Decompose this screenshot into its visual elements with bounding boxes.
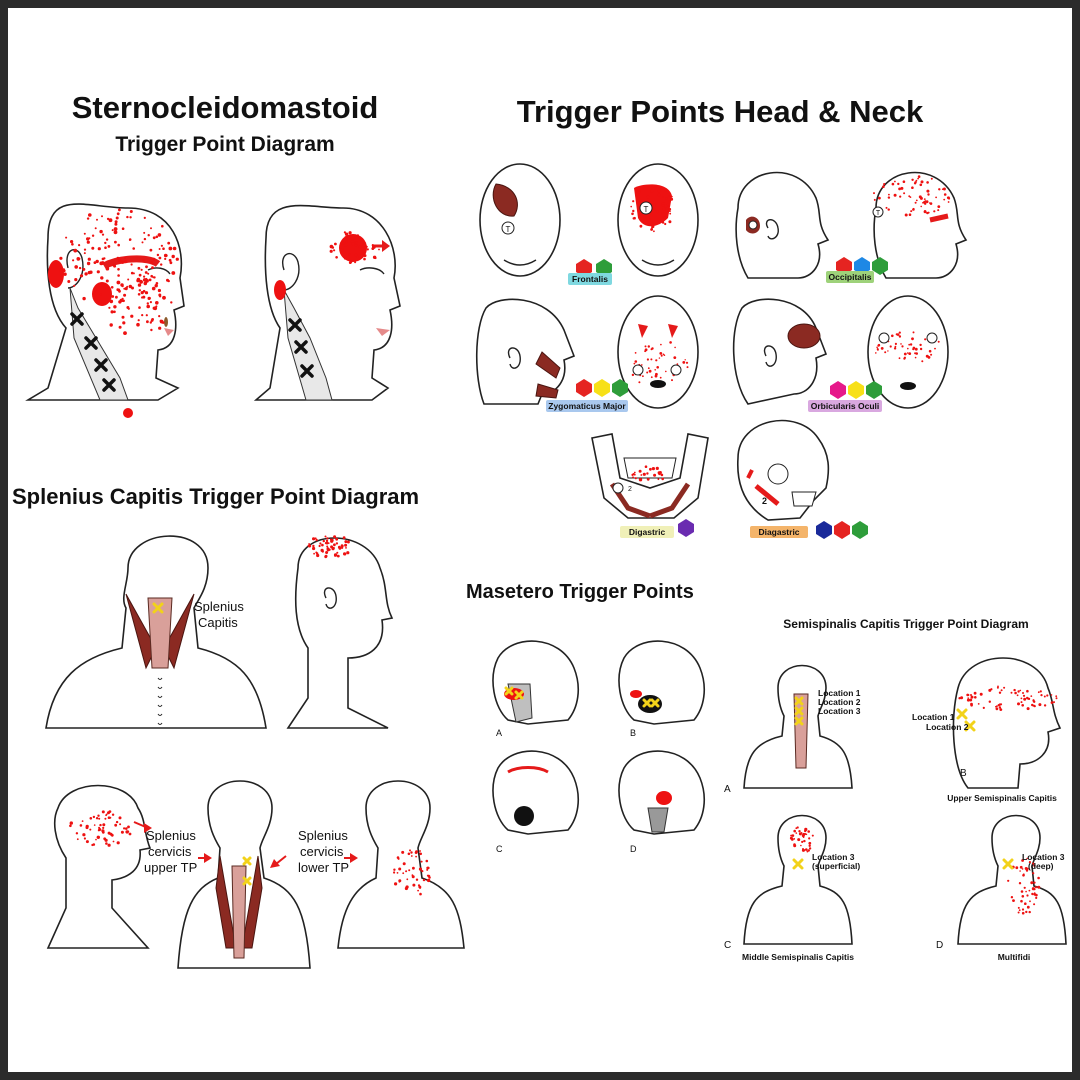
tag-occipitalis-label: Occipitalis [829, 272, 872, 282]
trigger-dot-cluster [873, 175, 951, 217]
tag-diagastric-label: Diagastric [758, 527, 799, 537]
trigger-dot-cluster [307, 535, 350, 559]
frontalis-hexes [576, 259, 612, 277]
semispinalis-panel-b: Location 1 Location 2 B Upper Semispinal… [912, 657, 1062, 803]
orbicularis-panel: Orbicularis Oculi [732, 295, 949, 412]
trigger-dot-cluster [393, 849, 431, 896]
semispinalis-panel-a: Location 1 Location 2 Location 3 A [724, 664, 861, 795]
sd-location-3: Location 3 [1022, 852, 1065, 862]
splenius-section: Splenius Capitis Trigger Point Diagram S… [12, 484, 465, 969]
masetero-panel-d: D [618, 750, 706, 854]
tag-frontalis-label: Frontalis [572, 274, 608, 284]
splenius-back-view: Splenius Capitis [45, 535, 267, 729]
masetero-section: Masetero Trigger Points A B C [466, 581, 706, 854]
masetero-letter-d: D [630, 844, 637, 854]
tag-diagastric [750, 526, 808, 538]
scm-title: Sternocleidomastoid [72, 90, 379, 125]
tag-zygomaticus-label: Zygomaticus Major [548, 401, 626, 411]
splenius-side-view [286, 535, 394, 729]
diagastric-panel: 2 Diagastric [737, 419, 868, 539]
tag-orbicularis-label: Orbicularis Oculi [811, 401, 880, 411]
trigger-dot-cluster [958, 685, 1058, 711]
poster-frame: Sternocleidomastoid Trigger Point Diagra… [8, 8, 1072, 1072]
sa-location-3: Location 3 [818, 706, 861, 716]
trigger-dot-cluster [1007, 857, 1041, 915]
marker-2: 2 [628, 486, 632, 493]
orbicularis-hexes [830, 381, 882, 399]
lower-tp-label-2: cervicis [300, 844, 344, 859]
semi-letter-a: A [724, 784, 731, 795]
frontalis-panel: T T Frontalis [479, 163, 699, 285]
trigger-dot-cluster [59, 208, 179, 335]
sb-location-1: Location 1 [912, 712, 955, 722]
caption-middle-semispinalis: Middle Semispinalis Capitis [742, 952, 854, 962]
upper-tp-label-2: cervicis [148, 844, 192, 859]
lower-tp-label-3: lower TP [298, 860, 349, 875]
masetero-letter-a: A [496, 728, 502, 738]
semi-letter-b: B [960, 768, 967, 779]
semi-letter-c: C [724, 940, 731, 951]
semispinalis-section: Semispinalis Capitis Trigger Point Diagr… [724, 617, 1067, 962]
t-marker: T [644, 205, 649, 214]
masetero-title: Masetero Trigger Points [466, 581, 694, 603]
masetero-panel-c: C [492, 750, 580, 854]
scm-x-marks-right [288, 318, 314, 378]
tag-orbicularis [808, 400, 882, 412]
sc-location-3: Location 3 [812, 852, 855, 862]
occipitalis-panel: T Occipitalis [735, 171, 968, 283]
marker-2: 2 [762, 496, 767, 506]
scm-head-left [25, 203, 185, 418]
scm-section: Sternocleidomastoid Trigger Point Diagra… [25, 90, 401, 418]
caption-upper-semispinalis: Upper Semispinalis Capitis [947, 793, 1057, 803]
spine-marks [157, 677, 163, 725]
trigger-dot-cluster [631, 465, 664, 482]
trigger-dot-cluster [789, 826, 814, 853]
sa-location-1: Location 1 [818, 688, 861, 698]
tag-frontalis [568, 273, 612, 285]
sa-location-2: Location 2 [818, 697, 861, 707]
masetero-letter-c: C [496, 844, 503, 854]
digastric-panel: 2 Digastric [591, 433, 709, 538]
semispinalis-panel-d: Location 3 (deep) D Multifidi [936, 814, 1067, 962]
trigger-dot-cluster [875, 331, 940, 363]
zygomaticus-panel: Zygomaticus Major [475, 295, 699, 412]
upper-tp-label-1: Splenius [146, 828, 196, 843]
upper-tp-label-3: upper TP [144, 860, 197, 875]
tag-digastric-label: Digastric [629, 527, 666, 537]
scm-subtitle: Trigger Point Diagram [115, 133, 334, 156]
sb-location-2: Location 2 [926, 722, 969, 732]
caption-multifidi: Multifidi [998, 952, 1031, 962]
splenius-label-line2: Capitis [198, 615, 238, 630]
tag-zygomaticus [546, 400, 628, 412]
zygomaticus-hexes [576, 379, 628, 397]
diagram-canvas: Sternocleidomastoid Trigger Point Diagra… [12, 90, 1067, 969]
occipitalis-hexes [836, 257, 888, 275]
masetero-panel-a: A [492, 640, 580, 738]
diagastric-hexes [816, 521, 868, 539]
semispinalis-panel-c: Location 3 (superficial) C Middle Semisp… [724, 814, 860, 962]
scm-x-marks-left [70, 312, 116, 392]
tag-occipitalis [826, 271, 874, 283]
scm-head-right [253, 204, 401, 401]
semispinalis-title: Semispinalis Capitis Trigger Point Diagr… [783, 617, 1028, 631]
splenius-cervicis-row: Splenius cervicis upper TP Splenius cerv… [46, 780, 465, 969]
sd-location-3-sub: (deep) [1028, 861, 1054, 871]
semi-letter-d: D [936, 940, 943, 951]
t-marker: T [876, 210, 881, 217]
tag-digastric [620, 526, 674, 538]
splenius-label-line1: Splenius [194, 599, 244, 614]
sc-location-3-sub: (superficial) [812, 861, 860, 871]
trigger-dot-cluster [329, 231, 380, 264]
masetero-letter-b: B [630, 728, 636, 738]
head-neck-title: Trigger Points Head & Neck [517, 94, 924, 129]
trigger-dot-cluster [69, 810, 132, 847]
lower-tp-label-1: Splenius [298, 828, 348, 843]
t-marker: T [506, 225, 511, 234]
splenius-title: Splenius Capitis Trigger Point Diagram [12, 484, 419, 509]
masetero-panel-b: B [618, 640, 706, 738]
head-neck-section: Trigger Points Head & Neck T T Frontalis [475, 94, 968, 539]
